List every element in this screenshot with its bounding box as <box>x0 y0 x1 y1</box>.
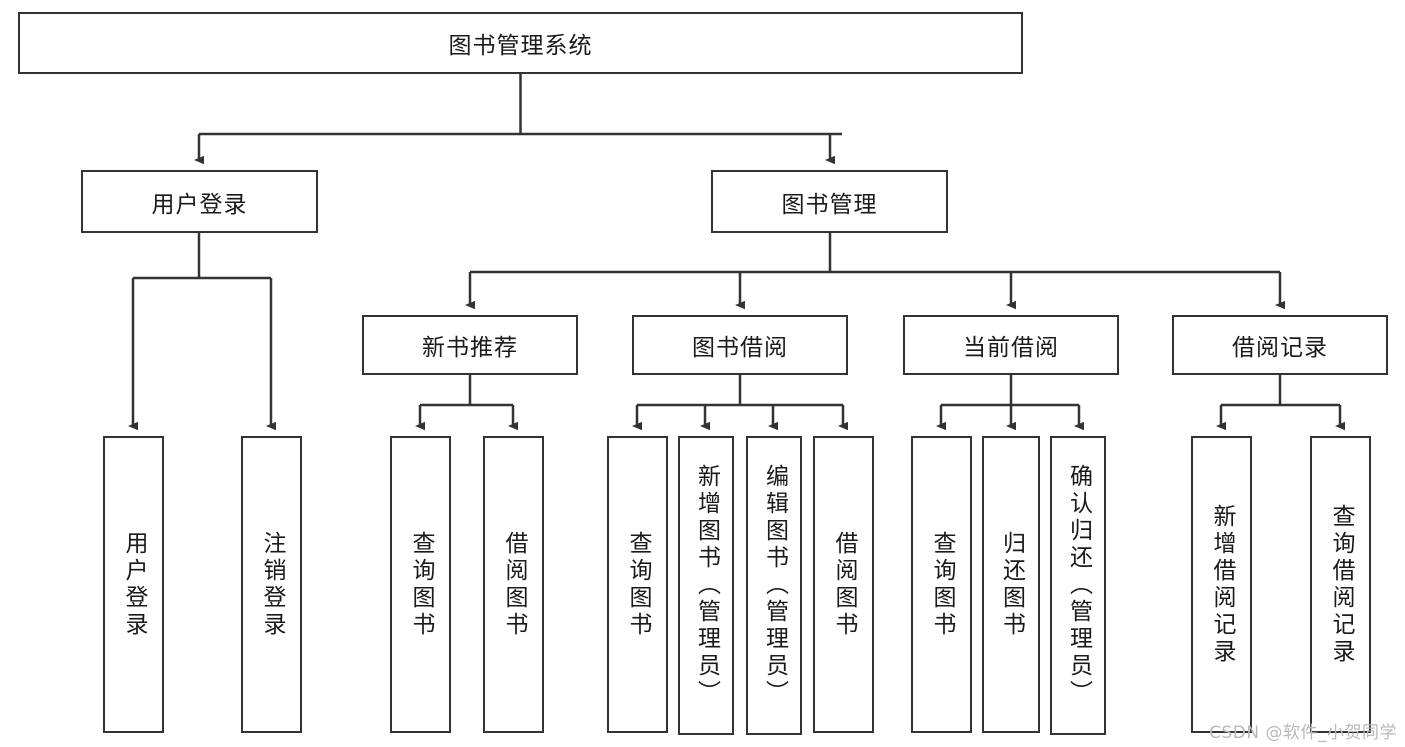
node-leaf-query-record[interactable]: 查询借阅记录 <box>1310 436 1371 733</box>
node-label: 查询借阅记录 <box>1328 503 1354 666</box>
node-leaf-borrow-book-1[interactable]: 借阅图书 <box>483 436 544 733</box>
node-label: 查询图书 <box>408 530 434 639</box>
node-user-login[interactable]: 用户登录 <box>81 170 318 233</box>
node-label: 注销登录 <box>259 530 285 639</box>
node-book-borrow[interactable]: 图书借阅 <box>632 315 848 375</box>
node-label: 新增图书（管理员） <box>693 464 720 707</box>
node-label: 新书推荐 <box>422 335 518 361</box>
node-label: 用户登录 <box>121 530 147 639</box>
node-label: 借阅图书 <box>501 530 527 639</box>
node-label: 查询图书 <box>929 530 955 639</box>
node-label: 图书管理 <box>781 191 878 218</box>
node-leaf-borrow-book-2[interactable]: 借阅图书 <box>813 436 874 733</box>
node-label: 借阅记录 <box>1232 335 1328 361</box>
node-label: 编辑图书（管理员） <box>761 464 788 707</box>
node-label: 归还图书 <box>998 530 1025 639</box>
node-label: 借阅图书 <box>831 530 857 639</box>
node-label: 确认归还（管理员） <box>1065 464 1092 707</box>
node-borrow-record[interactable]: 借阅记录 <box>1172 315 1388 375</box>
node-book-management[interactable]: 图书管理 <box>711 170 948 233</box>
node-label: 查询图书 <box>625 530 651 639</box>
node-leaf-query-book-2[interactable]: 查询图书 <box>607 436 668 733</box>
node-leaf-query-book-3[interactable]: 查询图书 <box>911 436 972 733</box>
node-leaf-user-login[interactable]: 用户登录 <box>103 436 164 733</box>
node-leaf-add-book[interactable]: 新增图书（管理员） <box>678 436 734 735</box>
node-leaf-edit-book[interactable]: 编辑图书（管理员） <box>746 436 802 735</box>
node-label: 图书借阅 <box>692 335 788 361</box>
node-label: 用户登录 <box>151 191 248 218</box>
node-current-borrow[interactable]: 当前借阅 <box>903 315 1119 375</box>
node-leaf-return-book[interactable]: 归还图书 <box>982 436 1040 733</box>
node-new-book-recommend[interactable]: 新书推荐 <box>362 315 578 375</box>
node-leaf-query-book-1[interactable]: 查询图书 <box>390 436 451 733</box>
node-label: 新增借阅记录 <box>1209 503 1235 666</box>
node-book-management-system[interactable]: 图书管理系统 <box>18 12 1023 74</box>
node-label: 图书管理系统 <box>448 33 593 59</box>
node-leaf-logout-login[interactable]: 注销登录 <box>241 436 302 733</box>
node-label: 当前借阅 <box>963 335 1059 361</box>
node-leaf-add-record[interactable]: 新增借阅记录 <box>1191 436 1252 733</box>
node-leaf-confirm-return[interactable]: 确认归还（管理员） <box>1050 436 1106 735</box>
